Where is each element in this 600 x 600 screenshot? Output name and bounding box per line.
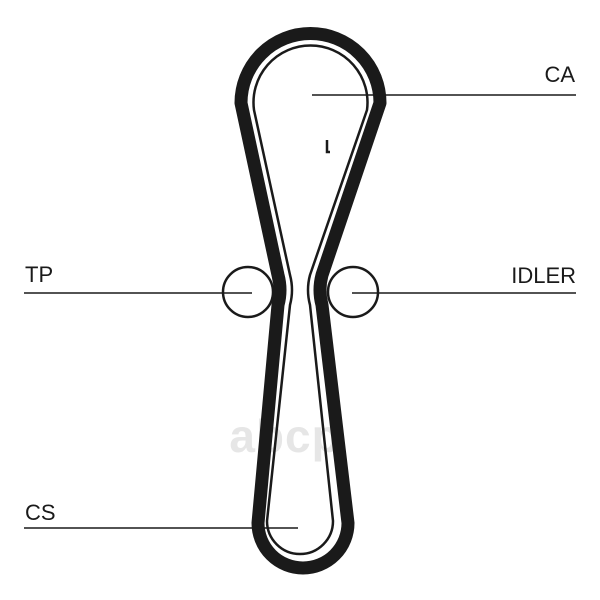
camshaft-timing-mark bbox=[325, 140, 330, 154]
cs-label: CS bbox=[25, 500, 56, 525]
tensioner-pulley bbox=[221, 265, 275, 319]
timing-belt-outer bbox=[234, 27, 387, 575]
idler-pulley bbox=[326, 265, 380, 319]
idler-label: IDLER bbox=[511, 263, 576, 288]
tp-label: TP bbox=[25, 262, 53, 287]
timing-belt-inner bbox=[252, 44, 369, 556]
ca-label: CA bbox=[544, 62, 575, 87]
